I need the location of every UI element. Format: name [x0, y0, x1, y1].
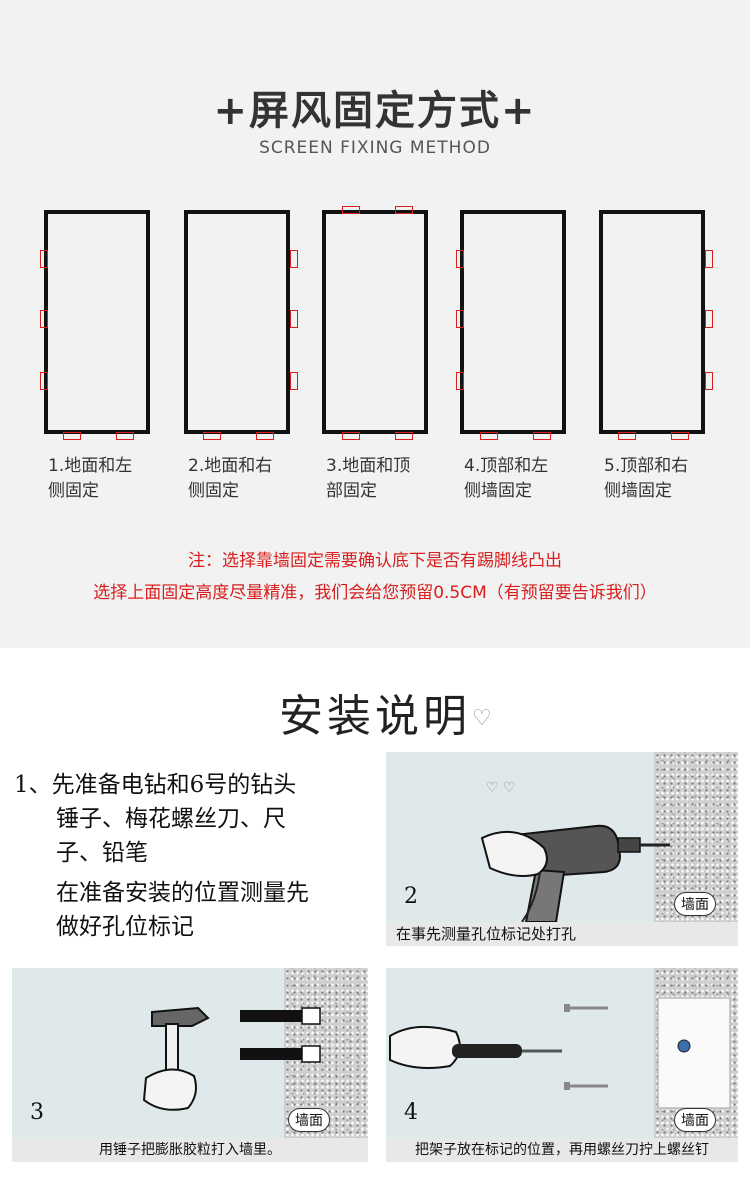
step-2-number: 2	[404, 884, 418, 909]
fixing-point	[456, 310, 464, 328]
step-2-illustration: ♡ ♡ 2 墙面	[386, 752, 738, 922]
hammer-hand-icon	[142, 1006, 321, 1111]
svg-text:♡ ♡: ♡ ♡	[486, 780, 516, 796]
fixing-point	[456, 372, 464, 390]
screen-diagram-2	[184, 210, 290, 434]
fixing-point	[480, 432, 498, 440]
fixing-point	[671, 432, 689, 440]
fixing-point	[342, 432, 360, 440]
fixing-point	[203, 432, 221, 440]
step-3-illustration: 3 墙面	[12, 968, 368, 1138]
fixing-point	[40, 250, 48, 268]
fixing-point	[116, 432, 134, 440]
step-2-caption: 在事先测量孔位标记处打孔	[386, 922, 738, 946]
fixing-point	[63, 432, 81, 440]
fixing-point	[618, 432, 636, 440]
fixing-point	[290, 250, 298, 268]
method-caption-1: 1.地面和左侧固定	[48, 456, 133, 501]
fixing-point	[705, 310, 713, 328]
fixing-point	[705, 250, 713, 268]
section-subtitle: SCREEN FIXING METHOD	[259, 138, 491, 158]
fixing-point	[342, 206, 360, 214]
step-4-number: 4	[404, 1100, 418, 1125]
wall-label: 墙面	[288, 1108, 330, 1132]
install-title: 安装说明	[279, 691, 471, 742]
method-caption-3: 3.地面和顶部固定	[326, 456, 411, 501]
method-caption-5: 5.顶部和右侧墙固定	[604, 456, 689, 501]
step-3-caption: 用锤子把膨胀胶粒打入墙里。	[12, 1138, 368, 1162]
fixing-point	[40, 372, 48, 390]
heart-doodle-icon: ♡	[472, 706, 492, 731]
fixing-point	[290, 310, 298, 328]
fixing-point	[395, 206, 413, 214]
wall-label: 墙面	[674, 892, 716, 916]
drill-hand-icon: ♡ ♡	[480, 780, 670, 922]
method-caption-2: 2.地面和右侧固定	[188, 456, 273, 501]
note-line-2: 选择上面固定高度尽量精准，我们会给您预留0.5CM（有预留要告诉我们）	[93, 583, 657, 603]
screen-diagram-1	[44, 210, 150, 434]
wall-texture	[654, 752, 738, 922]
note-line-1: 注：选择靠墙固定需要确认底下是否有踢脚线凸出	[188, 551, 562, 571]
fixing-point	[456, 250, 464, 268]
fixing-point	[290, 372, 298, 390]
step-3-number: 3	[30, 1100, 44, 1125]
step-4-illustration: 4 墙面	[386, 968, 738, 1138]
fixing-methods-section: +屏风固定方式+ SCREEN FIXING METHOD 1.地面和左侧固定 …	[0, 0, 750, 648]
fixing-point	[256, 432, 274, 440]
screen-diagram-3	[322, 210, 428, 434]
step-4-caption: 把架子放在标记的位置，再用螺丝刀拧上螺丝钉	[386, 1138, 738, 1162]
screwdriver-hand-icon	[389, 997, 731, 1109]
screen-diagram-4	[460, 210, 566, 434]
fixing-point	[395, 432, 413, 440]
step-1-text: 1、先准备电钻和6号的钻头 锤子、梅花螺丝刀、尺 子、铅笔 在准备安装的位置测量…	[14, 772, 309, 940]
fixing-point	[533, 432, 551, 440]
screen-diagram-5	[599, 210, 705, 434]
fixing-point	[705, 372, 713, 390]
fixing-point	[40, 310, 48, 328]
section-title: +屏风固定方式+	[213, 88, 537, 134]
wall-label: 墙面	[674, 1108, 716, 1132]
method-caption-4: 4.顶部和左侧墙固定	[464, 456, 549, 501]
